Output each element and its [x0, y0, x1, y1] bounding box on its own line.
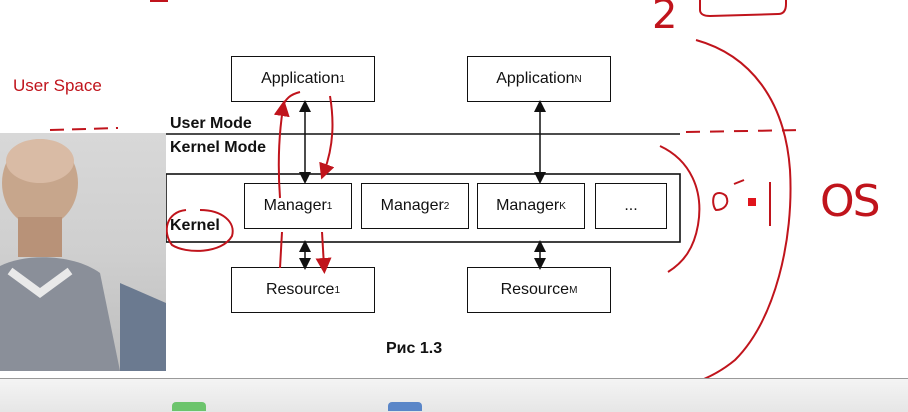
- bottom-toolbar-strip: [0, 378, 908, 412]
- green-tray-icon[interactable]: [172, 402, 206, 411]
- manager-ellipsis-label: ...: [624, 197, 638, 214]
- separator-dashed-left: [49, 127, 119, 131]
- manager-1-label: Manager: [263, 197, 327, 214]
- application-1-sub: 1: [339, 73, 345, 85]
- blue-tray-icon[interactable]: [388, 402, 422, 411]
- manager-k-label: Manager: [496, 197, 560, 214]
- application-n-sub: N: [574, 73, 582, 85]
- resource-1-label: Resource: [265, 281, 335, 298]
- figure-caption: Рис 1.3: [386, 340, 443, 357]
- webcam-video-overlay: [0, 133, 166, 371]
- manager-2-label: Manager: [380, 197, 444, 214]
- red-scribble-d: [712, 192, 729, 212]
- application-n-label: Application: [496, 70, 575, 87]
- kernel-mode-label: Kernel Mode: [170, 139, 267, 156]
- red-bracket-large: [681, 39, 792, 387]
- os-annotation: OS: [820, 176, 881, 227]
- resource-m-label: Resource: [500, 281, 570, 298]
- number-2-annotation: 2: [652, 0, 678, 38]
- presenter-figure-icon: [0, 139, 166, 371]
- kernel-label: Kernel: [170, 217, 220, 234]
- application-1-label: Application: [261, 70, 340, 87]
- red-down-arrow-right: [319, 95, 335, 180]
- red-dot: [748, 198, 756, 206]
- resource-m-sub: M: [569, 284, 578, 296]
- red-scribble-tick: [733, 179, 745, 185]
- user-mode-label: User Mode: [170, 115, 252, 132]
- manager-k-sub: K: [559, 200, 566, 212]
- manager-ellipsis-box: ...: [595, 183, 667, 229]
- red-down-arrow-bottom: [315, 231, 332, 274]
- manager-2-sub: 2: [443, 200, 450, 212]
- user-space-annotation: User Space: [13, 76, 102, 95]
- separator-dashed-extension: [685, 129, 805, 133]
- red-box-top-right: [699, 0, 787, 18]
- resource-1-sub: 1: [334, 284, 341, 296]
- manager-1-sub: 1: [326, 200, 333, 212]
